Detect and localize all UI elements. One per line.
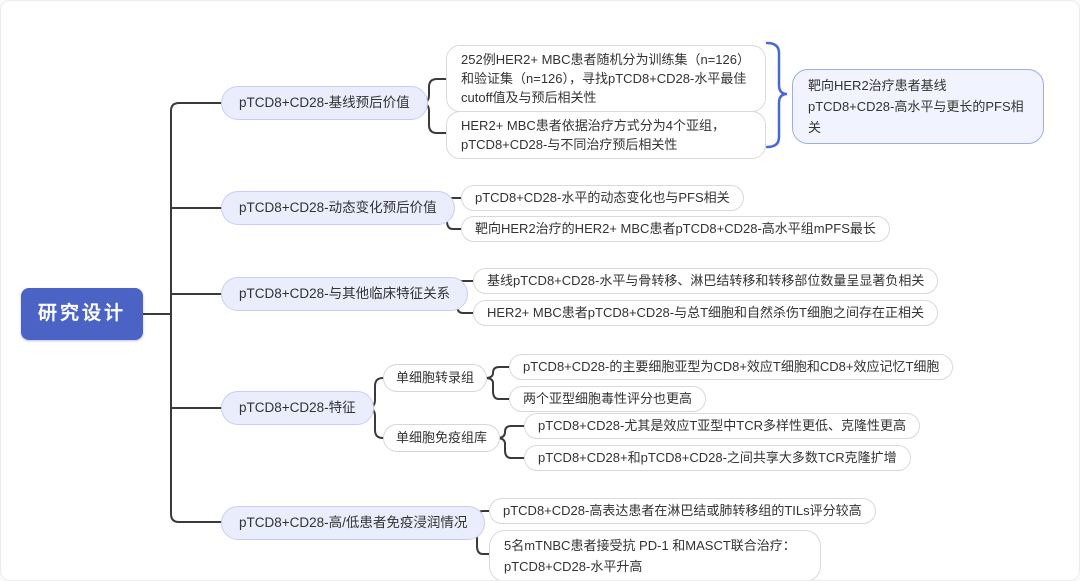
- subbranch-node-immune-repertoire[interactable]: 单细胞免疫组库: [383, 424, 501, 452]
- leaf-node[interactable]: 两个亚型细胞毒性评分也更高: [509, 386, 707, 412]
- summary-node[interactable]: 靶向HER2治疗患者基线pTCD8+CD28-高水平与更长的PFS相关: [792, 69, 1044, 144]
- leaf-node[interactable]: 靶向HER2治疗的HER2+ MBC患者pTCD8+CD28-高水平组mPFS最…: [461, 216, 890, 242]
- leaf-node[interactable]: 基线pTCD8+CD28-水平与骨转移、淋巴结转移和转移部位数量呈显著负相关: [473, 268, 939, 294]
- root-node[interactable]: 研究设计: [21, 288, 143, 340]
- branch-node-baseline-prognosis[interactable]: pTCD8+CD28-基线预后价值: [221, 86, 428, 120]
- leaf-node[interactable]: pTCD8+CD28-水平的动态变化也与PFS相关: [461, 185, 744, 211]
- branch-node-clinical-features[interactable]: pTCD8+CD28-与其他临床特征关系: [221, 277, 469, 311]
- leaf-node[interactable]: 5名mTNBC患者接受抗 PD-1 和MASCT联合治疗：pTCD8+CD28-…: [489, 530, 821, 580]
- brace-icon: [765, 41, 788, 149]
- leaf-node[interactable]: pTCD8+CD28-的主要细胞亚型为CD8+效应T细胞和CD8+效应记忆T细胞: [509, 354, 954, 380]
- branch-node-immune-infiltration[interactable]: pTCD8+CD28-高/低患者免疫浸润情况: [221, 506, 486, 540]
- leaf-node[interactable]: pTCD8+CD28-尤其是效应T亚型中TCR多样性更低、克隆性更高: [524, 413, 920, 439]
- leaf-node[interactable]: HER2+ MBC患者依据治疗方式分为4个亚组，pTCD8+CD28-与不同治疗…: [446, 111, 766, 159]
- branch-node-characteristics[interactable]: pTCD8+CD28-特征: [221, 391, 374, 425]
- branch-node-dynamic-change[interactable]: pTCD8+CD28-动态变化预后价值: [221, 191, 455, 225]
- subbranch-node-transcriptome[interactable]: 单细胞转录组: [383, 364, 488, 392]
- leaf-node[interactable]: HER2+ MBC患者pTCD8+CD28-与总T细胞和自然杀伤T细胞之间存在正…: [473, 300, 938, 326]
- leaf-node[interactable]: 252例HER2+ MBC患者随机分为训练集（n=126）和验证集（n=126）…: [446, 45, 766, 112]
- leaf-node[interactable]: pTCD8+CD28+和pTCD8+CD28-之间共享大多数TCR克隆扩增: [524, 445, 911, 471]
- leaf-node[interactable]: pTCD8+CD28-高表达患者在淋巴结或肺转移组的TILs评分较高: [489, 498, 876, 524]
